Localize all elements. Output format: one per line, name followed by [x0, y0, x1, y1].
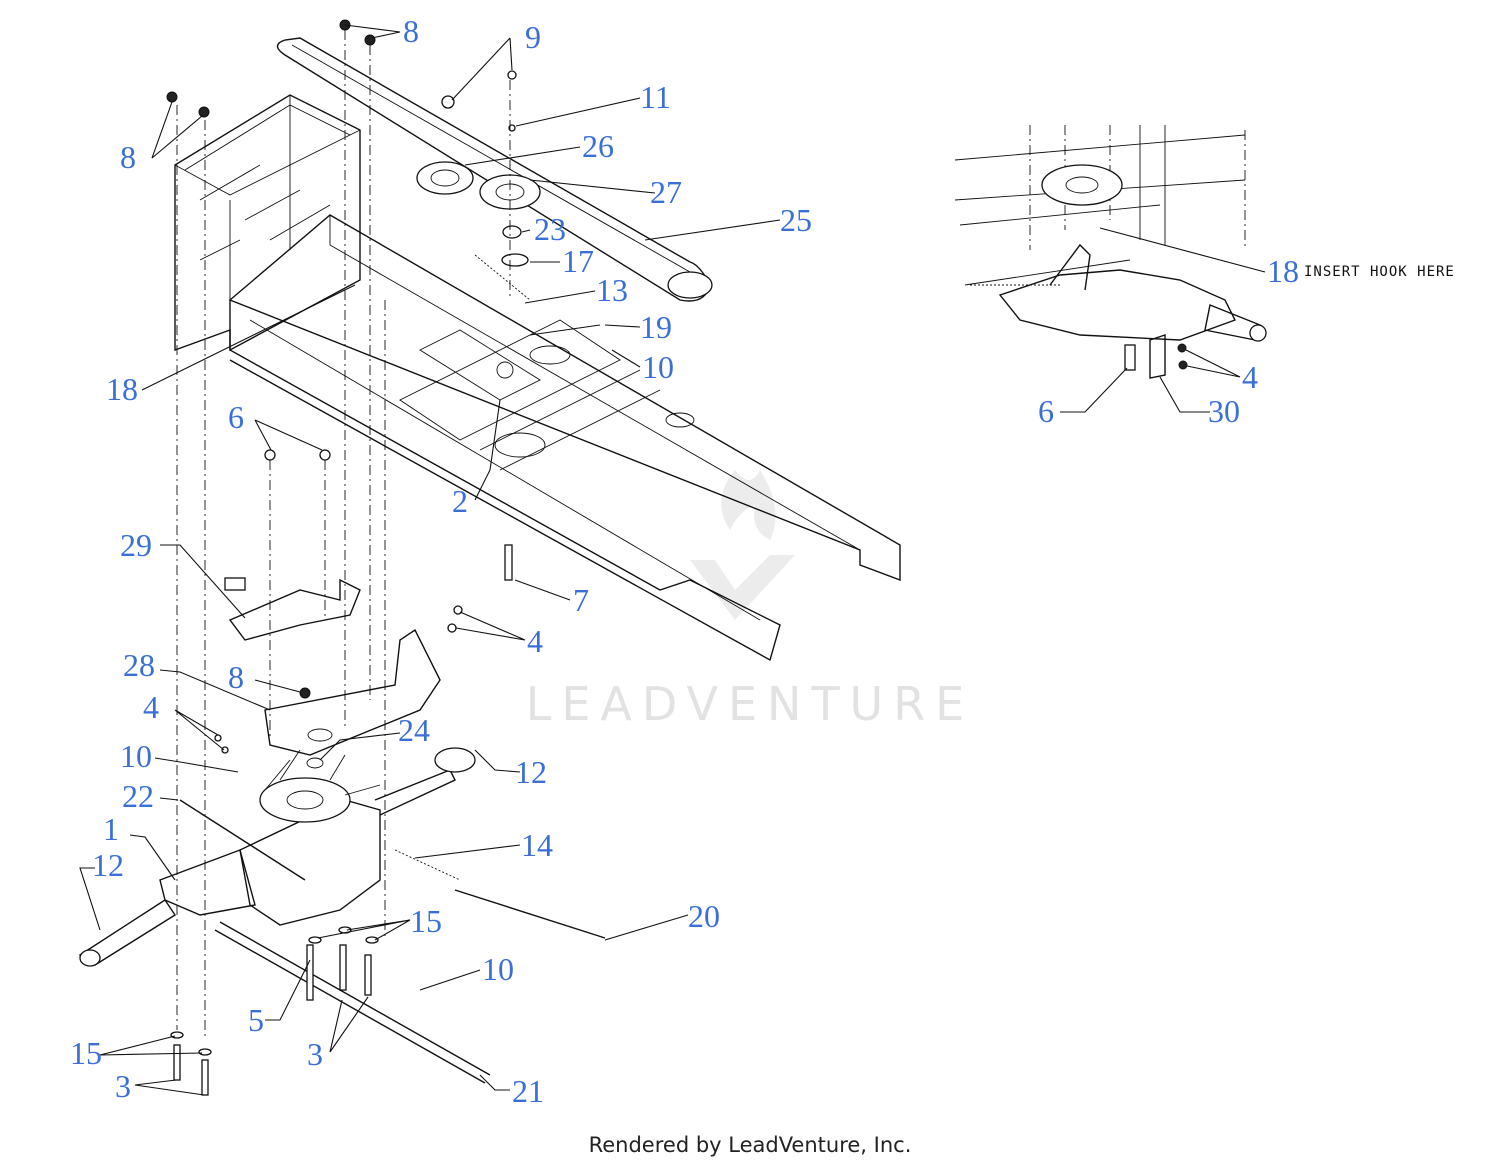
callout-10: 10 [482, 951, 514, 987]
callout-4: 4 [527, 623, 543, 659]
callout-labels: 8 9 11 26 27 25 23 17 13 19 10 8 18 6 2 … [70, 13, 1455, 1109]
callout-8: 8 [228, 659, 244, 695]
callout-10: 10 [642, 349, 674, 385]
watermark-text: LEADVENTURE [526, 677, 975, 731]
idler-pulleys [416, 161, 713, 299]
callout-11: 11 [640, 79, 671, 115]
callout-21: 21 [512, 1073, 544, 1109]
drive-belt [276, 37, 711, 302]
callout-28: 28 [123, 647, 155, 683]
transaxle [78, 747, 476, 967]
callout-26: 26 [582, 128, 614, 164]
inset-view [954, 125, 1267, 379]
callout-6: 6 [228, 399, 244, 435]
bracket-29 [224, 577, 361, 641]
callout-13: 13 [596, 272, 628, 308]
callout-18: 18 [106, 371, 138, 407]
assembly-lines [176, 30, 511, 1040]
watermark: LEADVENTURE [526, 470, 975, 731]
callout-12: 12 [515, 754, 547, 790]
callout-27: 27 [650, 174, 682, 210]
callout-3: 3 [115, 1068, 131, 1104]
callout-2: 2 [452, 483, 468, 519]
callout-8: 8 [403, 13, 419, 49]
callout-20: 20 [688, 898, 720, 934]
callout-3: 3 [307, 1036, 323, 1072]
frame-assembly [174, 94, 901, 662]
inset-callout-6: 6 [1038, 393, 1054, 429]
callout-4: 4 [143, 689, 159, 725]
callout-19: 19 [640, 309, 672, 345]
inset-callout-30: 30 [1208, 393, 1240, 429]
inset-callout-18: 18 [1267, 253, 1299, 289]
callout-23: 23 [534, 211, 566, 247]
rods-and-springs [170, 605, 606, 1096]
callout-25: 25 [780, 202, 812, 238]
callout-24: 24 [398, 712, 430, 748]
callout-29: 29 [120, 527, 152, 563]
callout-1: 1 [103, 811, 119, 847]
callout-leaders [79, 24, 1266, 1096]
callout-17: 17 [562, 243, 594, 279]
callout-14: 14 [521, 827, 553, 863]
inset-callout-4: 4 [1242, 359, 1258, 395]
callout-5: 5 [248, 1002, 264, 1038]
callout-9: 9 [525, 19, 541, 55]
bracket-28 [264, 628, 441, 756]
hardware [166, 19, 517, 581]
callout-15: 15 [410, 903, 442, 939]
callout-7: 7 [573, 582, 589, 618]
callout-22: 22 [122, 778, 154, 814]
callout-12: 12 [92, 847, 124, 883]
footer-credit: Rendered by LeadVenture, Inc. [588, 1133, 912, 1157]
inset-note: INSERT HOOK HERE [1304, 264, 1455, 280]
callout-15: 15 [70, 1035, 102, 1071]
callout-8: 8 [120, 139, 136, 175]
callout-10: 10 [120, 738, 152, 774]
